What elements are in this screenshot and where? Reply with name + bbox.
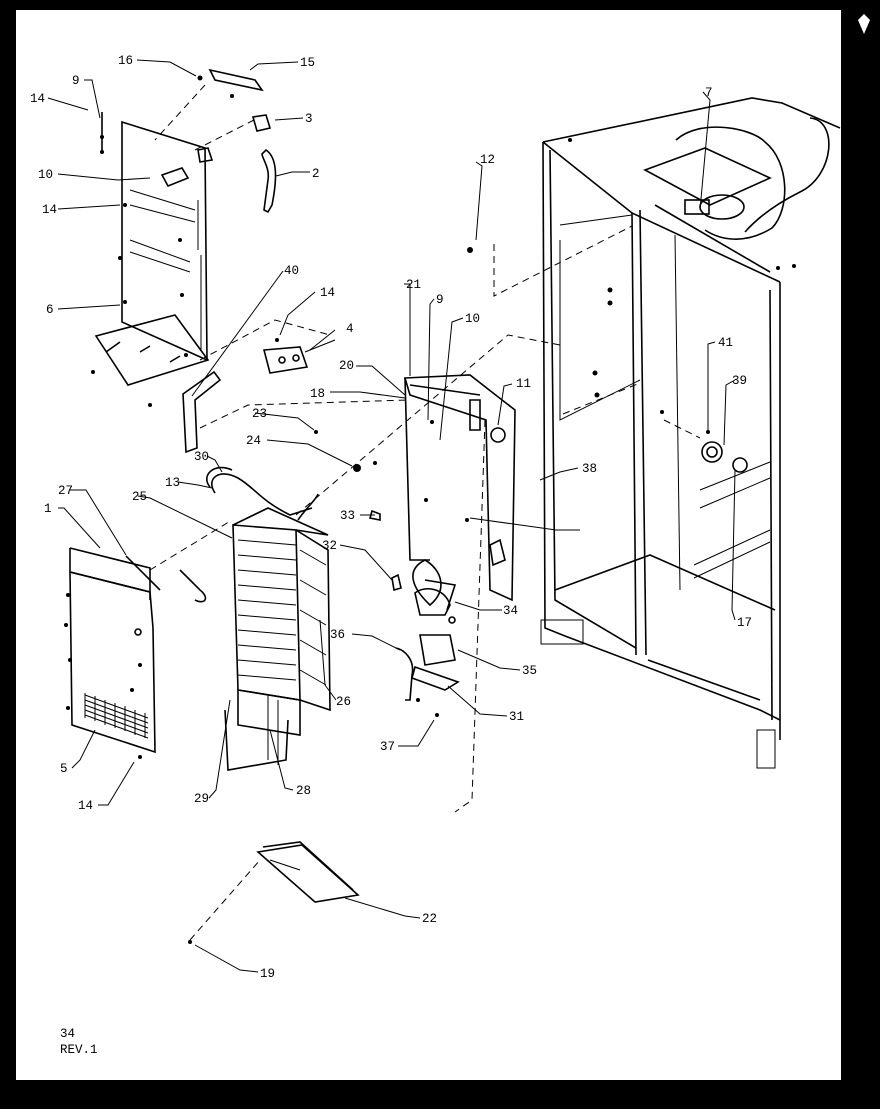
- callout-23: 24: [246, 434, 261, 448]
- callout-9-a: 9: [436, 293, 444, 307]
- callout-22: 23: [252, 407, 267, 421]
- callout-12: 13: [165, 476, 180, 490]
- cabinet-shell: [493, 97, 841, 769]
- callout-14-c: 14: [320, 286, 335, 300]
- callout-14-d: 14: [78, 799, 93, 813]
- callout-5: 5: [60, 762, 68, 776]
- border-bottom: [0, 1080, 880, 1109]
- callout-6: 6: [46, 303, 54, 317]
- callout-7: 7: [705, 86, 713, 100]
- callout-17: 17: [737, 616, 752, 630]
- callout-16: 16: [118, 54, 133, 68]
- drain-tray: [188, 841, 360, 944]
- callout-35: 36: [330, 628, 345, 642]
- callout-4: 4: [346, 322, 354, 336]
- front-cover-panel: [64, 519, 233, 759]
- callout-18-b: 19: [260, 967, 275, 981]
- callout-1: 1: [44, 502, 52, 516]
- callout-32: 33: [340, 509, 355, 523]
- drain-fittings: [467, 247, 748, 473]
- border-left: [0, 0, 16, 1109]
- callout-3: 3: [305, 112, 313, 126]
- callout-31: 32: [322, 539, 337, 553]
- callout-36: 37: [380, 740, 395, 754]
- fan-shroud-plate: [403, 374, 516, 813]
- callout-28: 29: [194, 792, 209, 806]
- callout-15: 15: [300, 56, 315, 70]
- callout-33: 34: [503, 604, 518, 618]
- rear-panel-assembly: [91, 68, 277, 407]
- callout-2: 2: [312, 167, 320, 181]
- callout-11: 11: [516, 377, 531, 391]
- callout-24: 25: [132, 490, 147, 504]
- callout-40: 41: [718, 336, 733, 350]
- callout-34: 35: [522, 664, 537, 678]
- duct-and-bracket: [182, 319, 409, 454]
- callout-37: 38: [582, 462, 597, 476]
- border-right: [841, 0, 880, 1109]
- leader-lines: [47, 59, 736, 973]
- page-number: 34: [60, 1027, 76, 1041]
- corner-mark: [858, 14, 870, 34]
- fan-motor-assembly: [314, 430, 469, 717]
- callout-labels: 16 15 9 14 3 2 10 14 6 7 12 40 14 4 21 9…: [30, 54, 752, 981]
- callout-21: 22: [422, 912, 437, 926]
- callout-29: 30: [194, 450, 209, 464]
- callout-9-b: 10: [465, 312, 480, 326]
- callout-38: 39: [732, 374, 747, 388]
- border-top: [0, 0, 880, 10]
- callout-19: 20: [339, 359, 354, 373]
- callout-18-a: 18: [310, 387, 325, 401]
- evaporator-coil: [206, 334, 561, 771]
- page-footer: 34 REV.1: [60, 1026, 98, 1058]
- callout-13: 12: [480, 153, 495, 167]
- callout-8: 9: [72, 74, 80, 88]
- callout-14-a: 14: [30, 92, 45, 106]
- callout-26: 27: [58, 484, 73, 498]
- callout-20: 21: [406, 278, 421, 292]
- revision-label: REV.1: [60, 1043, 98, 1057]
- callout-30: 31: [509, 710, 524, 724]
- callout-39: 40: [284, 264, 299, 278]
- callout-25: 26: [336, 695, 351, 709]
- callout-27: 28: [296, 784, 311, 798]
- callout-10: 10: [38, 168, 53, 182]
- callout-14-b: 14: [42, 203, 57, 217]
